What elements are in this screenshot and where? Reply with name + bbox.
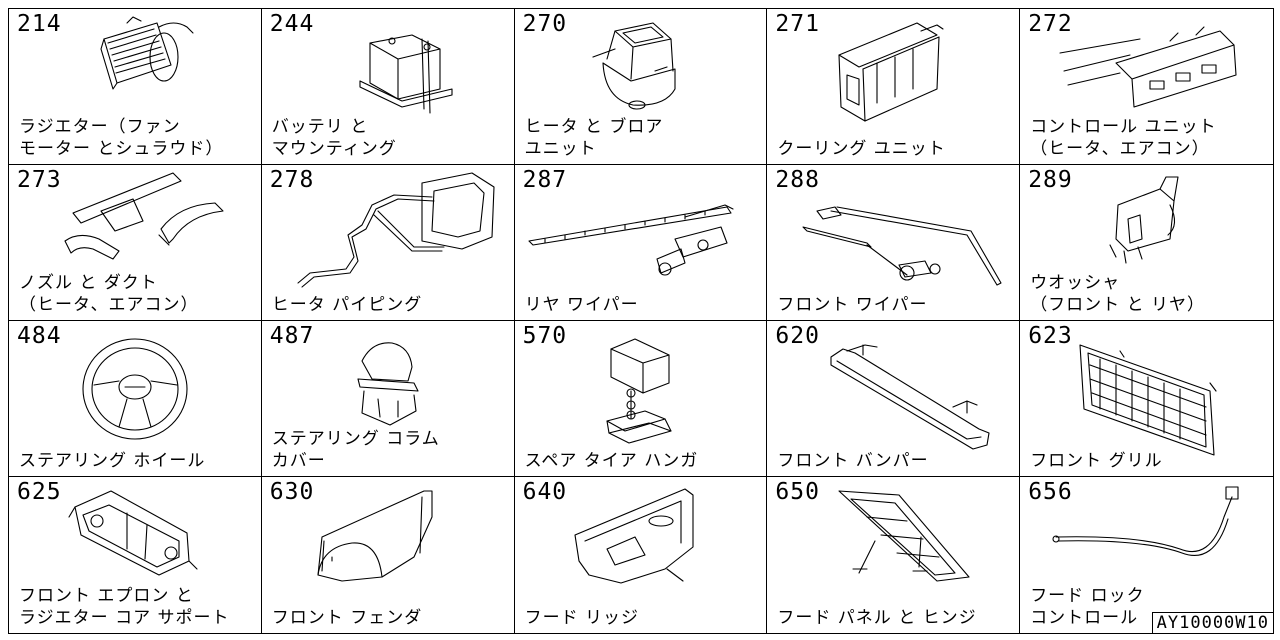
battery-icon — [359, 34, 453, 114]
part-cell-289[interactable]: 289 ウオッシャ （フロント と リヤ） — [1020, 165, 1273, 321]
part-label: バッテリ と マウンティング — [271, 117, 397, 159]
part-code: 270 — [522, 11, 568, 37]
heater-piping-icon — [297, 172, 495, 288]
part-cell-623[interactable]: 623 フロント グリル — [1020, 321, 1273, 477]
part-code: 640 — [522, 479, 568, 505]
part-code: 272 — [1028, 11, 1073, 37]
part-cell-278[interactable]: 278 ヒータ パイピング — [261, 165, 515, 321]
part-cell-484[interactable]: 484 ステアリング ホイール — [9, 321, 262, 477]
part-cell-487[interactable]: 487 ステアリング コラム カバー — [261, 321, 515, 477]
part-code: 288 — [775, 167, 820, 193]
front-apron-icon — [68, 490, 198, 576]
part-code: 484 — [17, 323, 62, 349]
part-code: 623 — [1028, 323, 1073, 349]
part-label: ヒータ と ブロア ユニット — [524, 117, 664, 159]
part-cell-650[interactable]: 650 フード パネル と ヒンジ — [767, 477, 1021, 633]
part-label: フロント フェンダ — [271, 608, 423, 628]
part-cell-620[interactable]: 620 フロント バンパー — [767, 321, 1021, 477]
nozzle-duct-icon — [64, 172, 224, 260]
part-code: 570 — [522, 323, 568, 349]
front-grille-icon — [1079, 344, 1217, 456]
heater-blower-icon — [592, 22, 676, 110]
column-cover-icon — [357, 342, 419, 426]
part-label: フード リッジ — [524, 608, 639, 628]
part-code: 214 — [17, 11, 62, 37]
part-label: フード ロック コントロール — [1030, 586, 1145, 628]
part-label: スペア タイア ハンガ — [524, 451, 699, 471]
washer-icon — [1109, 176, 1179, 264]
part-cell-287[interactable]: 287 リヤ ワイパー — [514, 165, 768, 321]
part-label: ヒータ パイピング — [271, 295, 423, 315]
part-label: フロント グリル — [1030, 451, 1163, 471]
front-fender-icon — [317, 490, 433, 582]
rear-wiper-icon — [528, 204, 734, 276]
hood-lock-icon — [1052, 486, 1239, 557]
part-code: 289 — [1028, 167, 1073, 193]
cooling-unit-icon — [838, 22, 944, 122]
part-label: リヤ ワイパー — [524, 295, 639, 315]
part-cell-288[interactable]: 288 フロント ワイパー — [767, 165, 1021, 321]
front-wiper-icon — [802, 206, 1002, 286]
part-label: フロント エプロン と ラジエター コア サポート — [19, 586, 230, 628]
part-code: 273 — [17, 167, 62, 193]
part-cell-272[interactable]: 272 コントロール ユニット （ヒータ、エアコン） — [1020, 9, 1273, 165]
spare-tire-hanger-icon — [606, 338, 672, 444]
part-label: コントロール ユニット （ヒータ、エアコン） — [1030, 117, 1217, 159]
part-cell-625[interactable]: 625 フロント エプロン と ラジエター コア サポート — [9, 477, 262, 633]
part-label: ステアリング ホイール — [19, 451, 206, 471]
part-label: ノズル と ダクト （ヒータ、エアコン） — [19, 273, 199, 315]
part-code: 487 — [269, 323, 315, 349]
part-label: フロント バンパー — [777, 451, 929, 471]
parts-index-grid: 214 ラジエター（ファン モーター とシュラウド） 244 バッテリ と マウ… — [8, 8, 1274, 634]
part-label: フロント ワイパー — [777, 295, 928, 315]
part-cell-273[interactable]: 273 ノズル と ダクト （ヒータ、エアコン） — [9, 165, 262, 321]
diagram-reference-code: AY10000W10 — [1151, 612, 1274, 634]
part-code: 278 — [269, 167, 315, 193]
part-cell-570[interactable]: 570 スペア タイア ハンガ — [514, 321, 768, 477]
front-bumper-icon — [830, 344, 990, 450]
part-code: 287 — [522, 167, 568, 193]
part-cell-214[interactable]: 214 ラジエター（ファン モーター とシュラウド） — [9, 9, 262, 165]
part-cell-271[interactable]: 271 クーリング ユニット — [767, 9, 1021, 165]
hood-panel-icon — [838, 490, 970, 582]
part-code: 271 — [775, 11, 820, 37]
control-unit-icon — [1059, 26, 1237, 108]
part-code: 656 — [1028, 479, 1073, 505]
part-cell-244[interactable]: 244 バッテリ と マウンティング — [261, 9, 515, 165]
part-code: 650 — [775, 479, 820, 505]
part-cell-630[interactable]: 630 フロント フェンダ — [261, 477, 515, 633]
hood-ridge-icon — [574, 488, 694, 584]
part-code: 244 — [269, 11, 315, 37]
part-code: 625 — [17, 479, 62, 505]
part-label: クーリング ユニット — [777, 139, 946, 159]
part-label: ラジエター（ファン モーター とシュラウド） — [19, 117, 224, 159]
part-code: 620 — [775, 323, 820, 349]
part-label: フード パネル と ヒンジ — [777, 608, 977, 628]
part-cell-656[interactable]: 656 フード ロック コントロール — [1020, 477, 1273, 633]
part-code: 630 — [269, 479, 315, 505]
radiator-icon — [100, 16, 194, 90]
steering-wheel-icon — [82, 338, 188, 440]
part-cell-640[interactable]: 640 フード リッジ — [514, 477, 768, 633]
part-label: ステアリング コラム カバー — [271, 429, 440, 471]
part-cell-270[interactable]: 270 ヒータ と ブロア ユニット — [514, 9, 768, 165]
part-label: ウオッシャ （フロント と リヤ） — [1030, 273, 1205, 315]
